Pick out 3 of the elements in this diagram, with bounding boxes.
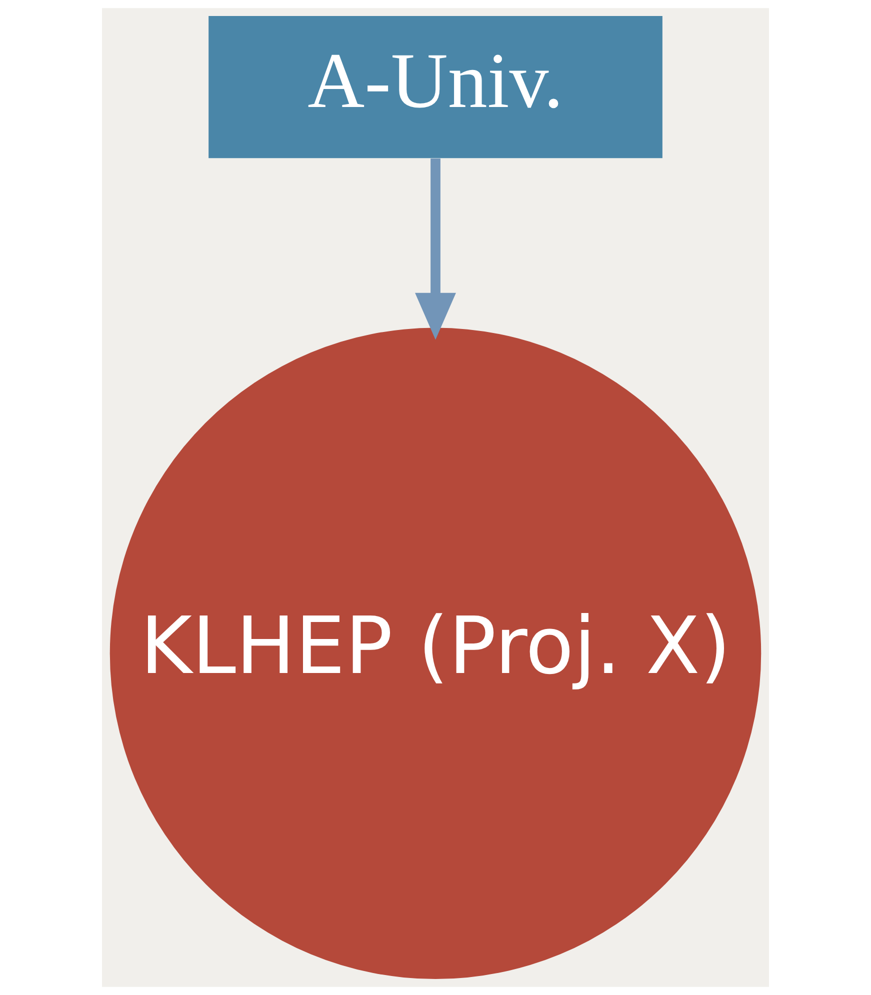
- arrow: [415, 158, 456, 340]
- node-circle: KLHEP (Proj. X): [110, 328, 762, 980]
- node-box: A-Univ.: [208, 16, 662, 158]
